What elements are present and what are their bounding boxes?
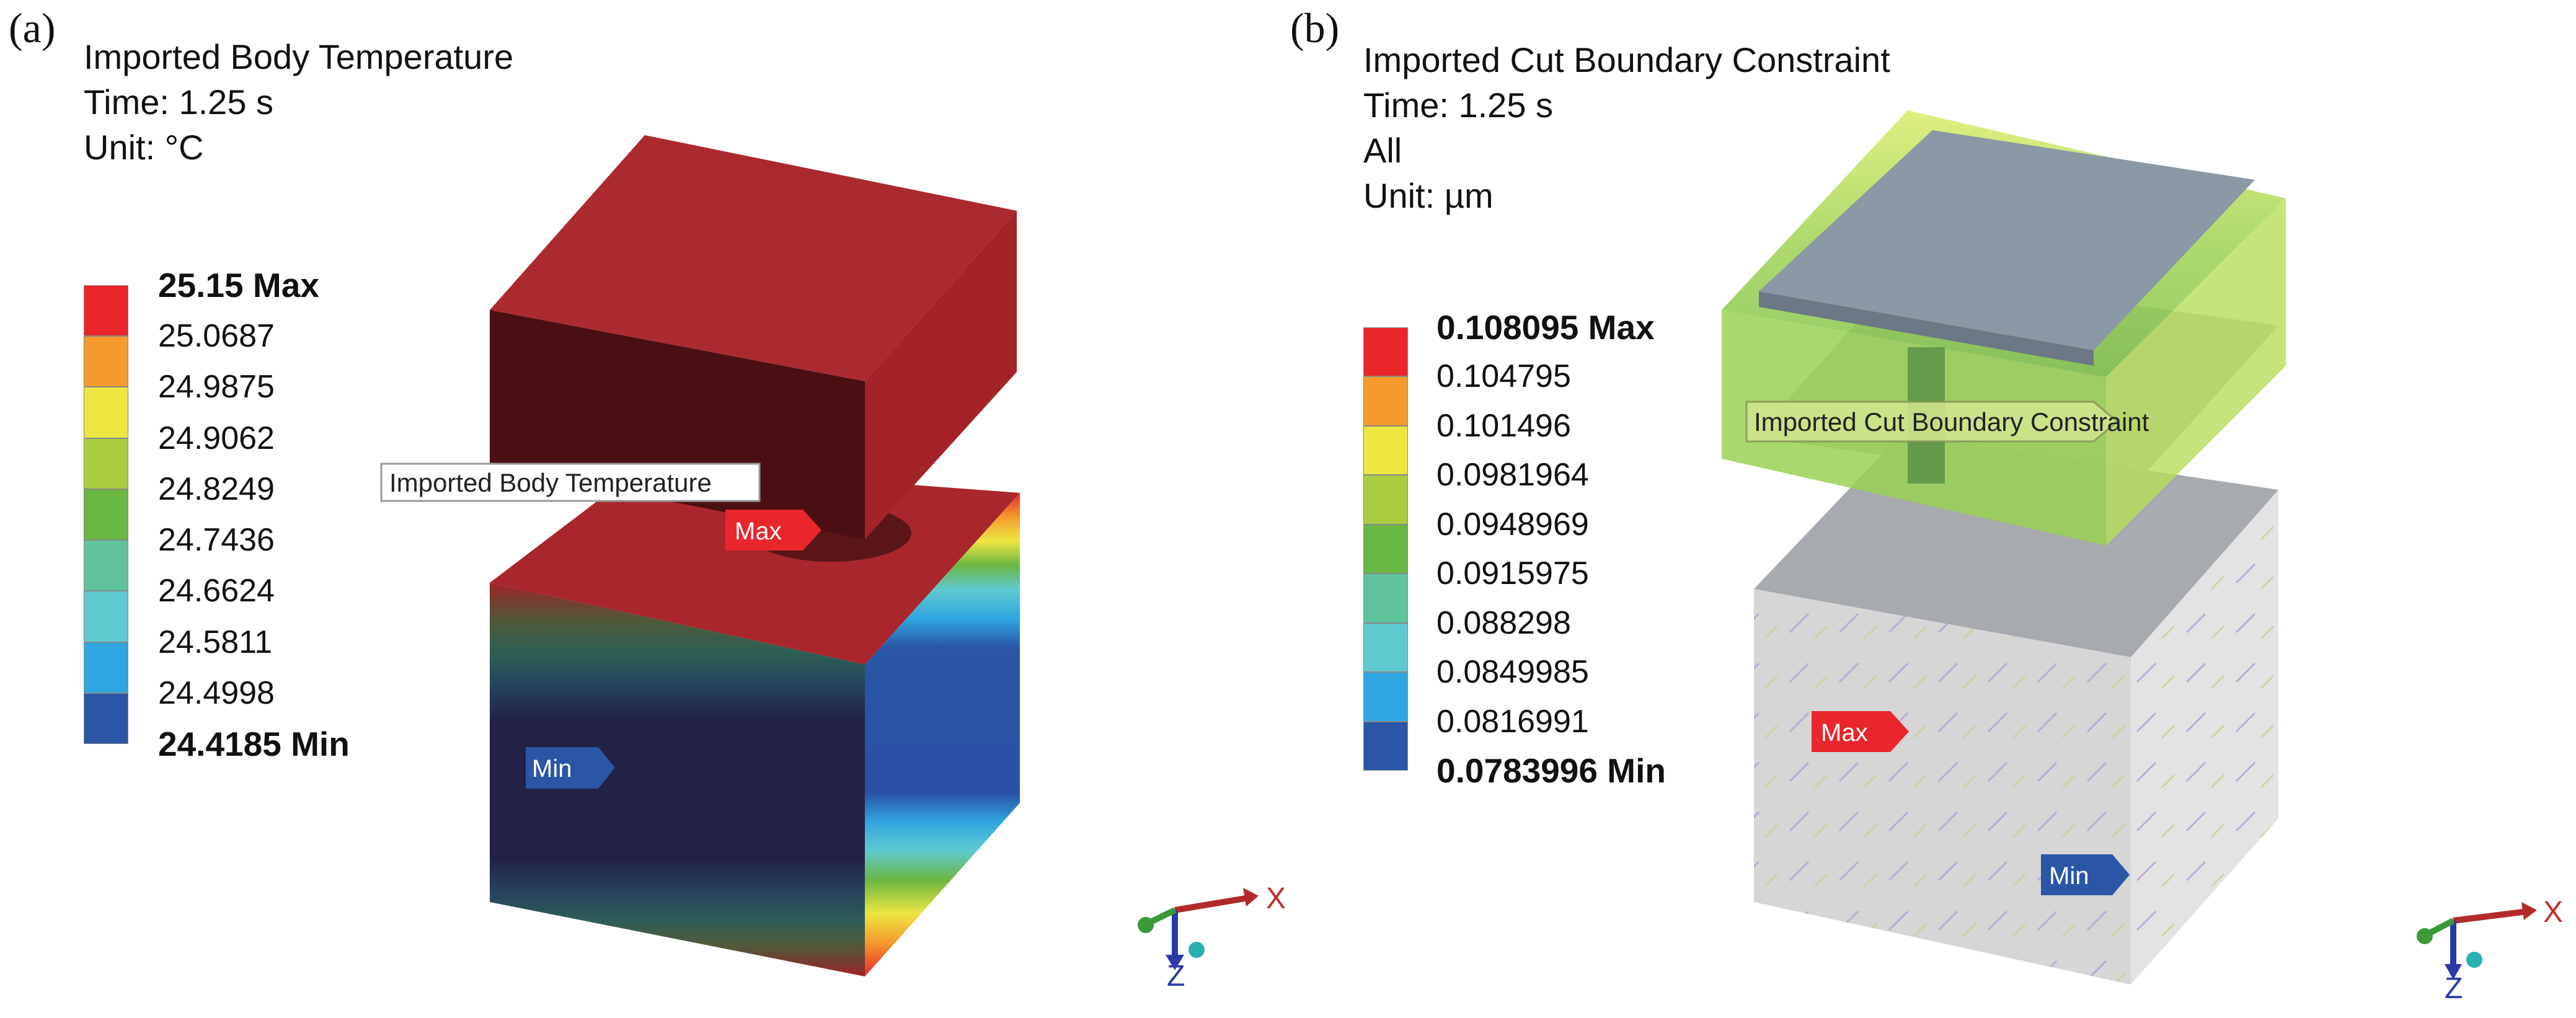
lower-block-side-face <box>865 493 1020 976</box>
legend-label: 24.9875 <box>158 369 275 405</box>
legend-min-label: 24.4185 Min <box>158 725 350 763</box>
legend-color-bar <box>1363 327 1408 771</box>
x-axis-label: X <box>2543 896 2563 929</box>
legend-swatch <box>1363 327 1408 377</box>
max-marker-label: Max <box>1821 719 1868 746</box>
legend-swatch <box>1363 573 1408 623</box>
legend-label: 24.4998 <box>158 675 275 711</box>
legend-max-label: 0.108095 Max <box>1436 308 1655 347</box>
callout-box <box>380 463 761 502</box>
upper-block-top-face <box>490 135 1017 381</box>
min-marker[interactable] <box>2041 854 2130 895</box>
legend-min-label: 0.0783996 Min <box>1436 751 1666 790</box>
result-title: Imported Body Temperature <box>84 37 514 76</box>
legend-label: 25.0687 <box>158 318 275 355</box>
legend-label: 0.101496 <box>1436 407 1571 444</box>
z-arrowhead-icon <box>1166 955 1184 970</box>
lower-block-front-face <box>490 583 865 976</box>
min-marker-label: Min <box>2049 862 2089 890</box>
legend-swatch <box>1363 376 1408 426</box>
panel-a-temperature: (a) Imported Body Temperature Time: 1.25… <box>0 0 1288 1018</box>
legend-swatch <box>1363 721 1408 771</box>
callout-box <box>1745 401 2119 443</box>
legend-label: 0.0849985 <box>1436 654 1589 691</box>
legend-swatch <box>84 591 128 642</box>
upper-block <box>490 135 1017 539</box>
legend-label: 0.0915975 <box>1436 555 1589 592</box>
axis-triad[interactable]: X Z <box>1138 882 1286 993</box>
upper-block-top-face <box>1759 130 2255 350</box>
boundary-cage-side <box>2106 198 2286 546</box>
legend-label: 0.088298 <box>1436 604 1571 641</box>
legend-swatch <box>84 540 128 591</box>
callout-label: Imported Body Temperature <box>389 468 712 497</box>
z-arrowhead-icon <box>2445 964 2462 980</box>
result-title: Imported Cut Boundary Constraint <box>1363 40 1890 79</box>
result-unit: Unit: µm <box>1363 176 1494 215</box>
legend-swatch <box>84 489 128 541</box>
z-axis-label: Z <box>1167 960 1185 993</box>
result-time: Time: 1.25 s <box>1363 86 1554 125</box>
callout-label: Imported Cut Boundary Constraint <box>1754 407 2149 436</box>
y-axis-cap-icon <box>1138 917 1154 933</box>
legend-label: 24.7436 <box>158 522 275 559</box>
axis-triad[interactable]: X Z <box>2417 896 2563 1005</box>
legend-swatch <box>84 285 128 337</box>
legend-swatch <box>1363 425 1408 476</box>
upper-block-rim <box>1759 291 2094 366</box>
result-scope: All <box>1363 131 1402 170</box>
legend-swatch <box>1363 524 1408 574</box>
constraint-arrows-front <box>1754 589 2131 985</box>
upper-block <box>1722 110 2286 546</box>
legend-swatch <box>1363 672 1408 722</box>
x-axis-arrow <box>1174 895 1250 913</box>
max-marker[interactable] <box>725 510 821 551</box>
legend-swatch <box>1363 475 1408 524</box>
legend-swatch <box>84 336 128 387</box>
result-time: Time: 1.25 s <box>84 82 274 122</box>
x-axis-arrow <box>2453 908 2528 924</box>
max-marker[interactable] <box>1812 711 1909 752</box>
constraint-arrows-side <box>2131 490 2278 985</box>
legend-label: 0.104795 <box>1436 358 1571 395</box>
legend-color-bar <box>84 285 128 744</box>
origin-sphere-icon <box>2466 952 2482 968</box>
panel-letter: (a) <box>9 4 56 51</box>
upper-block-side-face <box>865 211 1017 539</box>
x-arrowhead-icon <box>2521 902 2537 920</box>
model-viewport[interactable]: Imported Cut Boundary Constraint Max Min… <box>1288 0 2575 1018</box>
result-info: Imported Body Temperature Time: 1.25 s U… <box>84 34 513 170</box>
legend-swatch <box>84 693 128 744</box>
model-viewport[interactable]: Imported Body Temperature Max Min X Z <box>0 0 1288 1018</box>
max-marker-label: Max <box>735 518 782 545</box>
min-marker-label: Min <box>532 755 572 782</box>
x-arrowhead-icon <box>1243 888 1259 906</box>
x-axis-label: X <box>1266 882 1286 915</box>
legend-label: 0.0948969 <box>1436 506 1589 542</box>
legend-swatch <box>84 387 128 438</box>
origin-sphere-icon <box>1188 942 1205 958</box>
legend-label: 24.6624 <box>158 573 275 609</box>
y-axis-cap-icon <box>2417 928 2433 944</box>
min-marker[interactable] <box>526 747 615 789</box>
legend-swatch <box>84 438 128 489</box>
z-axis-label: Z <box>2445 972 2463 1005</box>
panel-letter: (b) <box>1290 4 1340 51</box>
legend-label: 0.0816991 <box>1436 703 1589 740</box>
legend-label: 0.0981964 <box>1436 457 1589 494</box>
legend-swatch <box>84 642 128 693</box>
legend-label: 24.8249 <box>158 471 275 507</box>
legend-label: 24.5811 <box>158 624 273 660</box>
result-unit: Unit: °C <box>84 128 204 167</box>
result-info: Imported Cut Boundary Constraint Time: 1… <box>1363 37 1890 218</box>
panel-b-cut-boundary: (b) Imported Cut Boundary Constraint Tim… <box>1288 0 2575 1018</box>
legend-max-label: 25.15 Max <box>158 266 319 304</box>
legend-swatch <box>1363 622 1408 673</box>
legend-label: 24.9062 <box>158 420 275 456</box>
